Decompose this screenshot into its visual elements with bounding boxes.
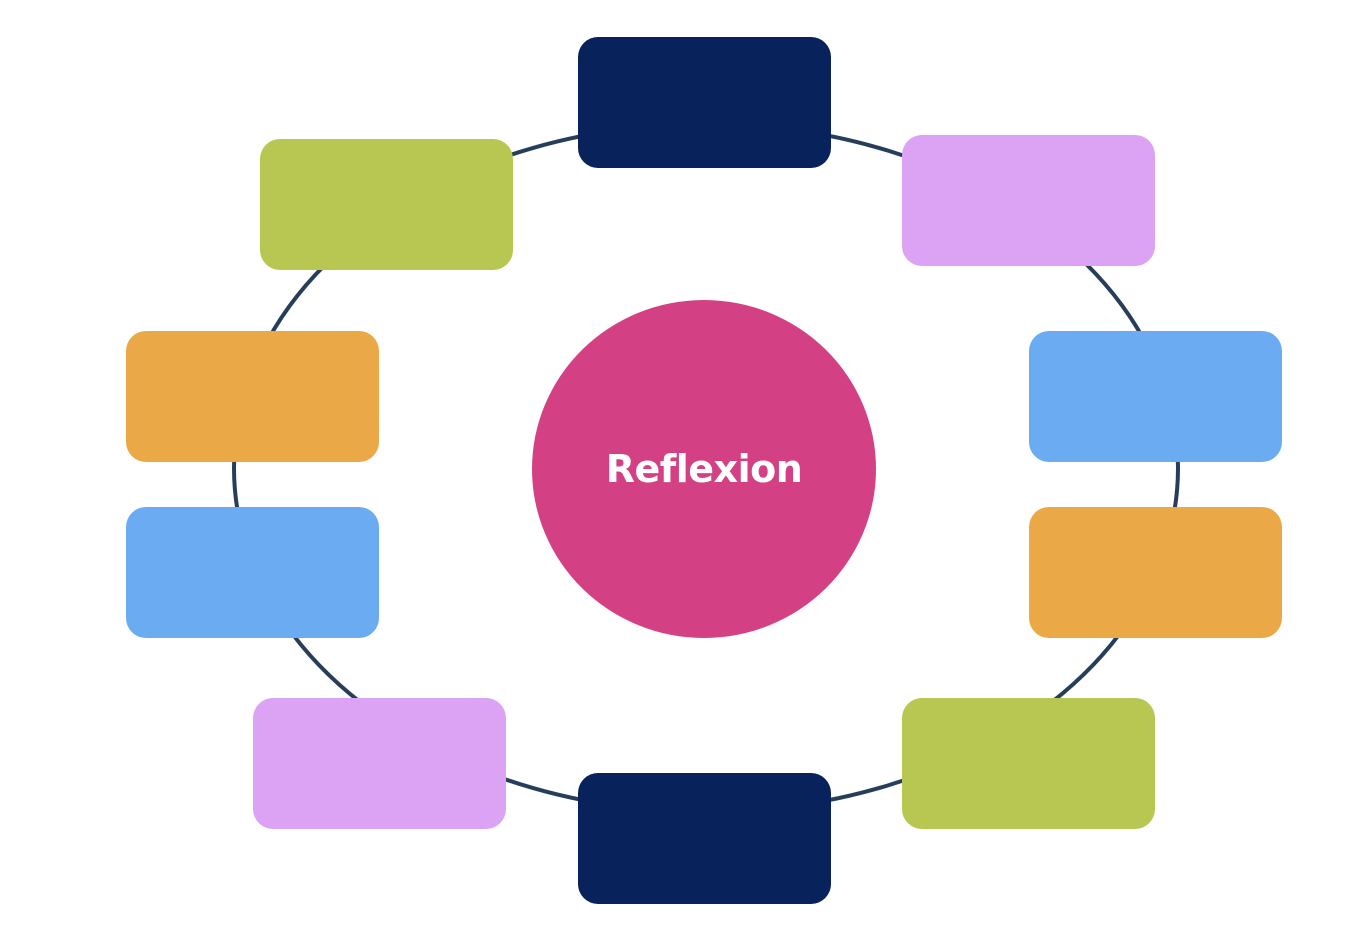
- cycle-node-top[interactable]: [578, 37, 831, 168]
- cycle-node-right-lower[interactable]: [1029, 507, 1282, 638]
- cycle-node-right-upper[interactable]: [1029, 331, 1282, 462]
- cycle-node-left-upper[interactable]: [126, 331, 379, 462]
- cycle-node-bottom-right[interactable]: [902, 698, 1155, 829]
- cycle-node-top-right[interactable]: [902, 135, 1155, 266]
- cycle-node-bottom-left[interactable]: [253, 698, 506, 829]
- center-circle[interactable]: Reflexion: [532, 300, 876, 638]
- center-label: Reflexion: [605, 447, 803, 491]
- cycle-node-bottom[interactable]: [578, 773, 831, 904]
- cycle-node-left-lower[interactable]: [126, 507, 379, 638]
- cycle-node-top-left[interactable]: [260, 139, 513, 270]
